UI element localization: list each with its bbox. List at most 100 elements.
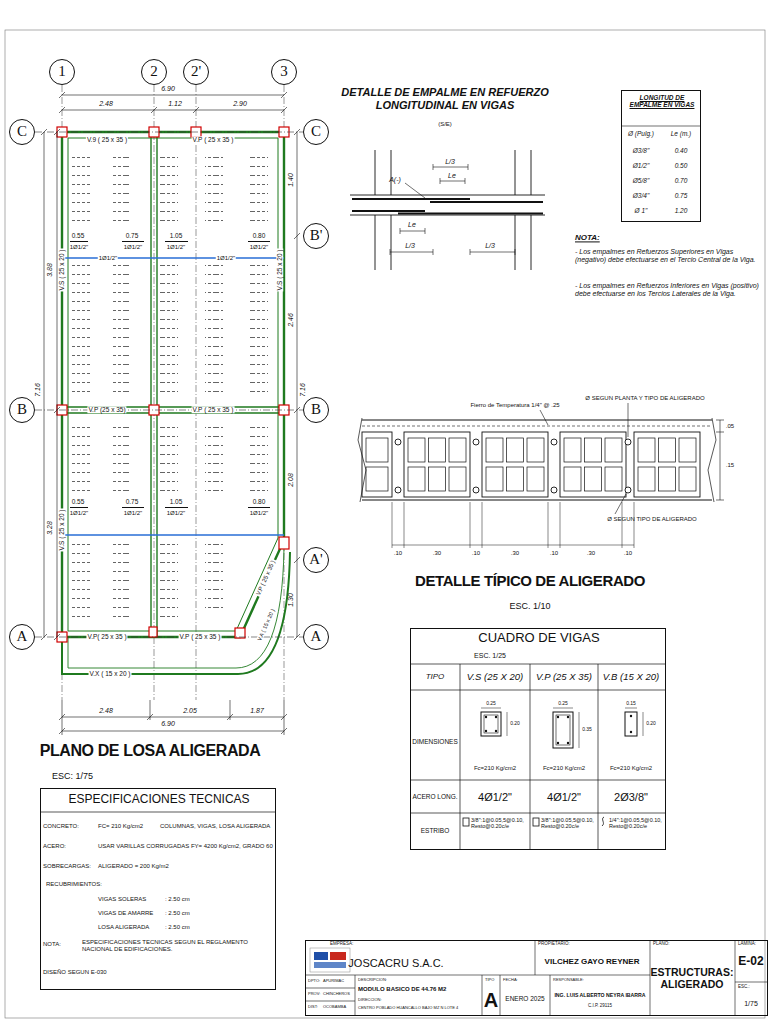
- title-block-text: FECHA:: [503, 978, 518, 983]
- detail-annotation: Le: [408, 221, 416, 229]
- title-block-text: C.I.P. 29115: [588, 1003, 612, 1008]
- grid-bubble: A': [303, 547, 329, 573]
- rebar-label: 1Ø1/2": [167, 510, 185, 517]
- detail-annotation: .10: [472, 550, 480, 557]
- table-box: ESPECIFICACIONES TECNICAS: [40, 788, 276, 990]
- table-heading: JOSCACRU S.A.C.: [348, 957, 443, 970]
- grid-bubble: B': [303, 223, 329, 249]
- detail-annotation: .15: [726, 462, 734, 469]
- title-block-text: DIST:: [308, 1005, 318, 1010]
- table-heading: ESPECIFICACIONES TECNICAS: [44, 793, 274, 807]
- title-block-text: VILCHEZ GAYO REYNER: [545, 957, 640, 966]
- rebar-label: 1Ø1/2": [250, 510, 268, 517]
- spec-text: ACERO:: [43, 843, 66, 850]
- table-cell: 1/4":1@0.05,5@0.10, Resto@0.20c/e: [609, 817, 663, 830]
- title-block-text: A: [484, 989, 498, 1012]
- grid-bubble: 2: [141, 59, 167, 85]
- spec-text: DISEÑO SEGUN E-030: [43, 969, 107, 976]
- detail-annotation: L/3: [405, 242, 415, 250]
- grid-bubble: B: [9, 397, 35, 423]
- table-cell: Ø3/8": [633, 147, 649, 154]
- axis-line: [35, 410, 303, 411]
- title-block-text: DESCRIPCION:: [358, 978, 387, 983]
- title-block-text: LÁMINA:: [738, 941, 756, 946]
- table-cell: 3/8":1@0.05,5@0.10, Resto@0.20c/e: [541, 817, 596, 830]
- drawing-title: ESC: 1/75: [52, 771, 93, 781]
- dimension-text: 2.05: [183, 707, 197, 715]
- detail-annotation: .05: [726, 423, 734, 430]
- rebar-label: 1Ø1/2": [124, 510, 142, 517]
- detail-annotation: .10: [624, 550, 632, 557]
- table-cell: 0.75: [675, 192, 688, 199]
- splice-detail: [350, 150, 545, 270]
- table-cell: TIPO: [426, 672, 445, 681]
- detail-annotation: ESC. 1/10: [509, 601, 550, 611]
- table-cell: 0.70: [675, 177, 688, 184]
- detail-annotation: .10: [394, 550, 402, 557]
- beam-label: V.A ( 15 x 20 ): [256, 607, 277, 643]
- rebar-label: 0.75: [126, 232, 139, 239]
- company-logo: [310, 948, 350, 972]
- beam-label: V.S ( 25 x 20 ): [276, 249, 283, 292]
- spec-text: USAR VARILLAS CORRUGADAS FY= 4200 Kg/cm2…: [98, 843, 273, 850]
- table-cell: 0.50: [675, 162, 688, 169]
- spec-text: CONCRETO:: [43, 823, 79, 830]
- table-cell: 0.20: [646, 721, 656, 727]
- grid-bubble: C: [303, 119, 329, 145]
- table-heading: CUADRO DE VIGAS: [414, 631, 664, 646]
- table-cell: 0.35: [582, 727, 592, 733]
- title-block-text: CENTRO POBLADO HUANCALLO BAJO MZ N LOTE …: [358, 1006, 458, 1011]
- rebar-label: 1Ø1/2": [250, 244, 268, 251]
- beam-label: V.P ( 25 x 35 ): [192, 406, 235, 413]
- dimension-text: 3.88: [46, 263, 54, 277]
- table-grid: [410, 664, 666, 850]
- detail-annotation: Fierro de Temperatura 1/4" @ .25: [470, 402, 559, 409]
- table-cell: ACERO LONG.: [412, 793, 457, 800]
- rebar-label: 0.55: [72, 232, 85, 239]
- axis-letter: B: [17, 401, 27, 418]
- rebar-label: 1.05: [170, 232, 183, 239]
- table-cell: Le (m.): [671, 130, 692, 137]
- detail-annotation: .30: [433, 550, 441, 557]
- table-cell: Fc=210 Kg/cm2: [474, 765, 516, 772]
- detail-annotation: (S/E): [438, 121, 452, 128]
- spec-text: RECUBRIMIENTOS:: [46, 881, 102, 888]
- rebar-label: 1Ø1/2": [70, 510, 88, 517]
- dimension-text: 2.46: [287, 313, 295, 327]
- detail-annotation: L/3: [445, 158, 455, 166]
- table-cell: DIMENSIONES: [412, 738, 458, 745]
- rebar-dots: [485, 715, 632, 744]
- spec-text: : 2.50 cm: [165, 910, 190, 917]
- table-cell: Ø3/4": [633, 192, 649, 199]
- rebar-label: 0.80: [253, 498, 266, 505]
- joist-hatch: [72, 150, 268, 625]
- title-block-text: TIPO: [485, 978, 494, 983]
- title-block-text: OCOBAMBA: [323, 1005, 346, 1010]
- title-block-text: PLANO:: [653, 941, 670, 946]
- table-rule: [621, 126, 701, 127]
- table-cell: 0.25: [558, 701, 568, 707]
- title-block-text: DPTO:: [308, 979, 320, 984]
- dimension-text: 1.30: [287, 593, 295, 607]
- rebar-marks: [62, 242, 284, 536]
- grid-bubble: A: [9, 624, 35, 650]
- dimension-text: 2.48: [99, 100, 113, 108]
- slab-section: [358, 403, 724, 548]
- spec-text: : 2.50 cm: [165, 896, 190, 903]
- grid-bubble: 1: [49, 59, 75, 85]
- axis-letter: B: [311, 401, 321, 418]
- table-cell: Ø (Pulg.): [628, 130, 654, 137]
- beam-label: V.9 ( 25 x 35 ): [86, 136, 128, 143]
- rebar-label: 0.75: [126, 498, 139, 505]
- sheet-border: [5, 30, 765, 1018]
- rebar-label: 1Ø1/2": [70, 244, 88, 251]
- axis-letter: 1: [58, 63, 66, 80]
- beam-label: V.P( 25 x 35 ): [86, 633, 127, 640]
- axis-letter: 3: [280, 63, 288, 80]
- note-text: - Los empalmes en Refuerzos Inferiores e…: [575, 282, 765, 298]
- table-cell: Ø5/8": [633, 177, 649, 184]
- table-cell: ESC. 1/25: [474, 652, 506, 660]
- table-cell: 4Ø1/2": [478, 791, 512, 804]
